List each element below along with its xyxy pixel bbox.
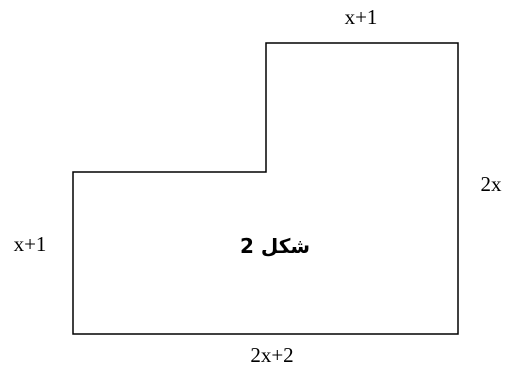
l-shape-outline [72, 42, 459, 335]
bottom-dimension-label: 2x+2 [250, 343, 293, 367]
left-dimension-label: x+1 [14, 232, 47, 256]
shape-label: شكل 2 [240, 234, 310, 258]
right-dimension-label: 2x [481, 172, 503, 196]
top-dimension-label: x+1 [345, 5, 378, 29]
